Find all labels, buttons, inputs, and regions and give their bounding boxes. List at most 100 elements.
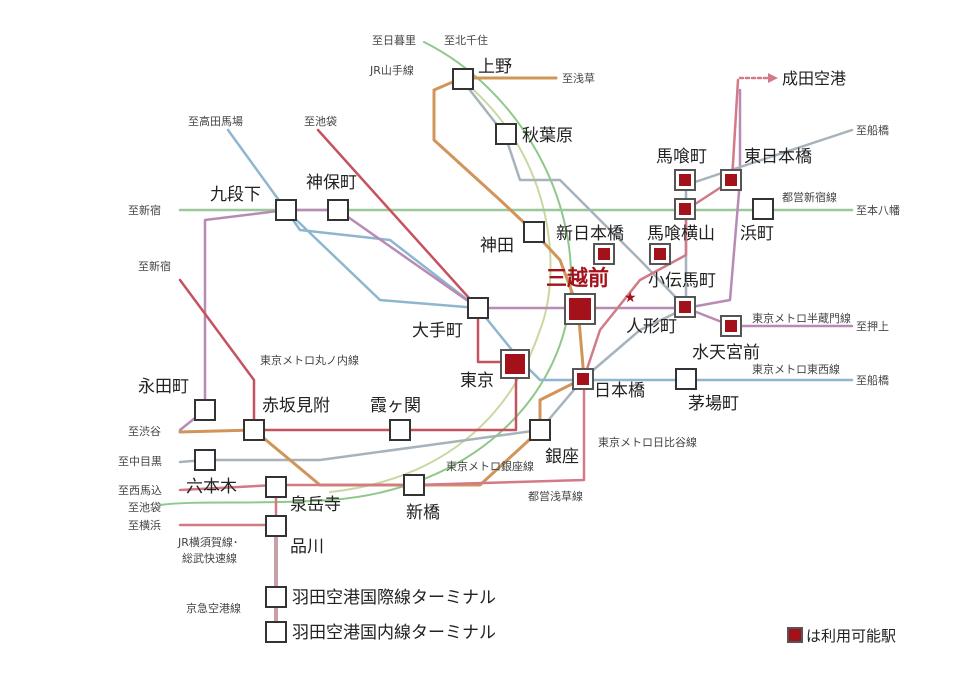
- dir-funabashi-mid: 至船橋: [856, 373, 889, 387]
- ln-toei-shinjuku: 都営新宿線: [782, 190, 837, 204]
- station-akasaka-mitsuke[interactable]: [243, 419, 265, 441]
- line-tozai-2: [284, 208, 480, 310]
- label-sengakuji: 泉岳寺: [290, 495, 341, 515]
- station-akihabara[interactable]: [495, 123, 517, 145]
- dir-takadanobaba: 至高田馬場: [188, 114, 243, 128]
- line-yamanote-inner: [329, 79, 552, 493]
- label-mitsukoshimae: 三越前: [546, 266, 609, 290]
- label-shin-nihombashi: 新日本橋: [556, 224, 624, 244]
- label-nagatacho: 永田町: [138, 377, 189, 397]
- station-hamacho[interactable]: [752, 198, 774, 220]
- label-jimbocho: 神保町: [306, 173, 357, 193]
- legend-swatch: [787, 627, 803, 643]
- legend-text: は利用可能駅: [806, 627, 896, 645]
- label-akihabara: 秋葉原: [522, 126, 573, 146]
- label-kodemmacho: 小伝馬町: [648, 271, 716, 291]
- station-ginza[interactable]: [529, 419, 551, 441]
- station-otemachi[interactable]: [467, 297, 489, 319]
- station-shinagawa[interactable]: [265, 515, 287, 537]
- label-akasaka-mitsuke: 赤坂見附: [262, 396, 330, 416]
- property-marker: ★: [624, 290, 637, 306]
- station-kodemmacho[interactable]: [674, 296, 696, 318]
- station-suitengumae[interactable]: [720, 315, 742, 337]
- ln-yokosuka-2: 総武快速線: [182, 551, 237, 565]
- station-kudanshita[interactable]: [275, 199, 297, 221]
- label-higashi-nihombashi: 東日本橋: [744, 147, 812, 167]
- label-roppongi: 六本木: [186, 477, 237, 497]
- ln-marunouchi: 東京メトロ丸ノ内線: [260, 353, 359, 367]
- station-kanda[interactable]: [523, 221, 545, 243]
- dir-ikebukuro-top: 至池袋: [304, 114, 337, 128]
- dir-funabashi-top: 至船橋: [856, 123, 889, 137]
- dir-yokohama: 至横浜: [128, 518, 161, 532]
- line-hanzomon-2: [684, 88, 742, 310]
- ln-tozai: 東京メトロ東西線: [752, 362, 840, 376]
- dir-shinjuku-left: 至新宿: [128, 203, 161, 217]
- station-bakuro-yokoyama-2[interactable]: [649, 243, 671, 265]
- line-tozai: [226, 128, 854, 382]
- label-tokyo: 東京: [460, 371, 494, 391]
- dir-shinjuku-mid: 至新宿: [138, 259, 171, 273]
- station-mitsukoshimae[interactable]: [564, 293, 596, 325]
- line-yamanote: [159, 41, 573, 506]
- station-haneda-dom[interactable]: [265, 621, 287, 643]
- ln-yokosuka-1: JR横須賀線･: [177, 535, 238, 549]
- label-nihombashi: 日本橋: [594, 381, 645, 401]
- line-name-labels: JR山手線 都営新宿線 東京メトロ丸ノ内線 東京メトロ半蔵門線 東京メトロ東西線…: [177, 63, 851, 615]
- label-haneda-dom: 羽田空港国内線ターミナル: [292, 623, 496, 643]
- station-nagatacho[interactable]: [194, 399, 216, 421]
- dir-nishimagome: 至西馬込: [118, 484, 162, 497]
- station-shin-nihombashi[interactable]: [593, 243, 615, 265]
- label-shimbashi: 新橋: [406, 503, 440, 523]
- dir-kitasenju: 至北千住: [444, 33, 488, 47]
- ln-keikyu: 京急空港線: [186, 601, 241, 615]
- label-ningyocho: 人形町: [626, 317, 677, 337]
- legend: は利用可能駅: [787, 627, 896, 645]
- station-nakameguro-side[interactable]: [194, 449, 216, 471]
- label-kudanshita: 九段下: [210, 185, 261, 205]
- station-bakuro-yokoyama[interactable]: [674, 198, 696, 220]
- label-shinagawa: 品川: [290, 537, 324, 557]
- dir-ikebukuro-bottom: 至池袋: [128, 500, 161, 514]
- station-roppongi-sengakuji[interactable]: [265, 476, 287, 498]
- ln-hibiya: 東京メトロ日比谷線: [598, 435, 697, 449]
- ln-toei-asakusa: 都営浅草線: [528, 489, 583, 503]
- station-tokyo[interactable]: [500, 349, 530, 379]
- station-labels: 上野 秋葉原 神田 新日本橋 三越前 馬喰町 東日本橋 馬喰横山 浜町 小伝馬町…: [138, 57, 812, 643]
- stations: [194, 68, 774, 643]
- dir-nippori: 至日暮里: [372, 33, 416, 47]
- label-otemachi: 大手町: [412, 321, 463, 341]
- label-bakurocho: 馬喰町: [656, 147, 707, 167]
- direction-labels: 至日暮里 至北千住 至浅草 成田空港 至船橋 至高田馬場 至池袋 至新宿 至本八…: [118, 33, 900, 532]
- station-shimbashi[interactable]: [403, 474, 425, 496]
- label-ueno: 上野: [478, 57, 512, 77]
- label-haneda-intl: 羽田空港国際線ターミナル: [292, 588, 496, 608]
- station-kasumigaseki[interactable]: [389, 419, 411, 441]
- station-haneda-intl[interactable]: [265, 586, 287, 608]
- station-bakurocho[interactable]: [674, 169, 696, 191]
- dir-oshiage: 至押上: [856, 319, 889, 333]
- ln-yamanote: JR山手線: [369, 63, 414, 77]
- station-jimbocho[interactable]: [327, 199, 349, 221]
- label-ginza: 銀座: [545, 447, 579, 467]
- label-kayabacho: 茅場町: [688, 394, 739, 414]
- line-toei-asakusa: [178, 78, 740, 492]
- station-higashi-nihombashi[interactable]: [720, 169, 742, 191]
- label-kasumigaseki: 霞ヶ関: [370, 396, 421, 416]
- label-hamacho: 浜町: [740, 224, 774, 244]
- dir-narita: 成田空港: [782, 69, 846, 88]
- ln-hanzomon: 東京メトロ半蔵門線: [752, 311, 851, 325]
- dir-motoyawata: 至本八幡: [856, 203, 900, 217]
- label-kanda: 神田: [480, 236, 514, 256]
- line-marunouchi: [178, 128, 518, 432]
- station-kayabacho[interactable]: [675, 368, 697, 390]
- label-bakuro-yokoyama: 馬喰横山: [647, 224, 715, 244]
- label-suitengumae: 水天宮前: [692, 343, 760, 363]
- station-nihombashi[interactable]: [572, 368, 594, 390]
- dir-shibuya: 至渋谷: [128, 425, 161, 438]
- station-ueno[interactable]: [452, 68, 474, 90]
- dir-nakameguro: 至中目黒: [118, 455, 162, 468]
- narita-arrow-head: [768, 73, 778, 83]
- ln-ginza: 東京メトロ銀座線: [446, 459, 534, 473]
